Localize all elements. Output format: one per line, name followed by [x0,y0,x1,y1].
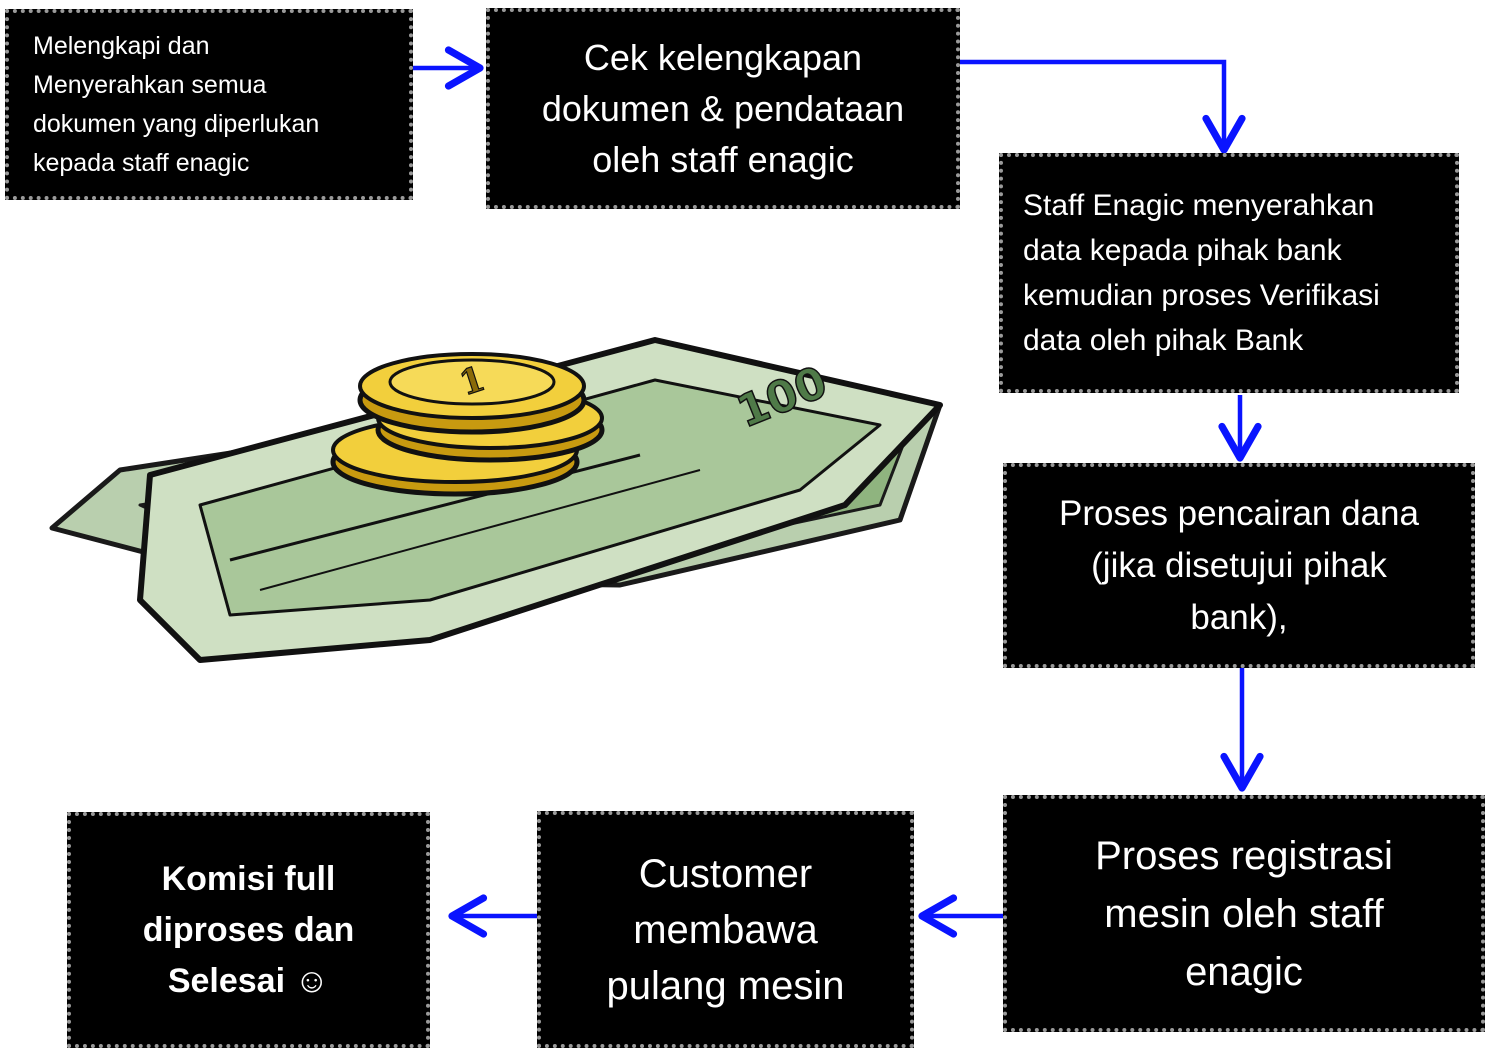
coin-stack: 1 [330,352,605,497]
step-3-box: Staff Enagic menyerahkan data kepada pih… [999,153,1459,393]
step-4-box: Proses pencairan dana (jika disetujui pi… [1003,463,1475,668]
step-5-box: Proses registrasi mesin oleh staff enagi… [1003,795,1485,1032]
step-5-text: Proses registrasi mesin oleh staff enagi… [1095,833,1393,994]
step-7-box: Komisi full diproses dan Selesai ☺ [67,812,430,1048]
step-6-box: Customer membawa pulang mesin [537,811,914,1048]
step-3-text: Staff Enagic menyerahkan data kepada pih… [1023,189,1380,357]
step-6-text: Customer membawa pulang mesin [606,851,845,1008]
step-1-text: Melengkapi dan Menyerahkan semua dokumen… [33,31,320,177]
step-2-box: Cek kelengkapan dokumen & pendataan oleh… [486,8,960,209]
step-1-box: Melengkapi dan Menyerahkan semua dokumen… [5,9,413,200]
step-7-text: Komisi full diproses dan Selesai ☺ [142,859,355,1000]
step-4-text: Proses pencairan dana (jika disetujui pi… [1059,493,1419,637]
step-2-text: Cek kelengkapan dokumen & pendataan oleh… [541,37,905,180]
arrow-step2-to-step3 [960,59,1246,154]
